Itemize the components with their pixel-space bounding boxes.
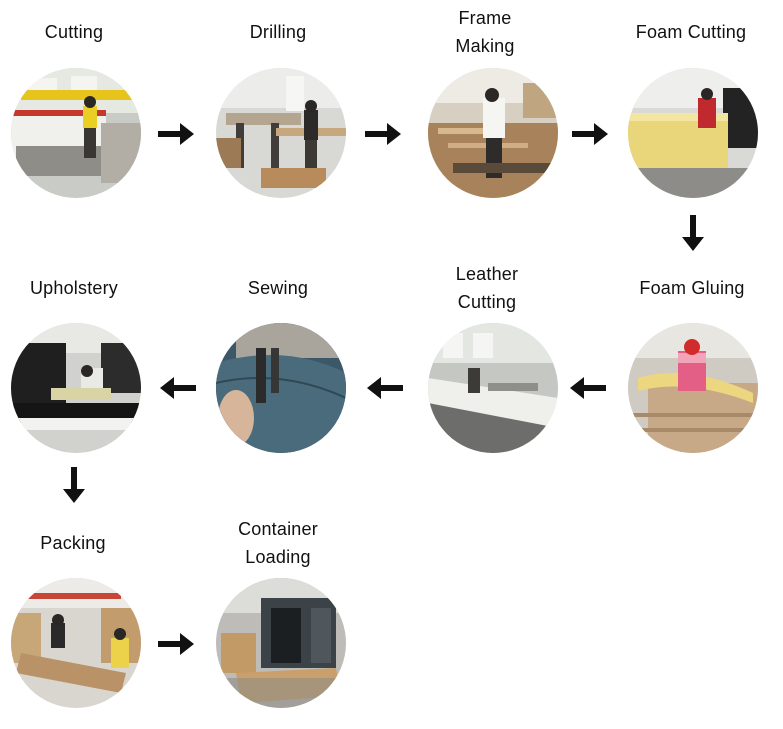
step-label-line: Loading xyxy=(245,547,311,567)
flow-arrow xyxy=(679,213,707,253)
foam-cutting-photo xyxy=(628,68,758,198)
upholstery-photo xyxy=(11,323,141,453)
cutting-photo xyxy=(11,68,141,198)
step-label-line: Packing xyxy=(40,533,106,553)
step-label: Packing xyxy=(0,529,173,557)
step-label: Foam Gluing xyxy=(592,274,783,302)
flow-arrow xyxy=(570,120,610,148)
flow-arrow xyxy=(156,630,196,658)
step-label: Foam Cutting xyxy=(591,18,783,46)
step-label-line: Cutting xyxy=(44,22,104,42)
step-label: Drilling xyxy=(178,18,378,46)
flow-arrow xyxy=(568,374,608,402)
step-label-line: Drilling xyxy=(249,22,307,42)
leather-cutting-photo xyxy=(428,323,558,453)
flow-arrow xyxy=(363,120,403,148)
step-label-line: Making xyxy=(455,36,515,56)
step-label-line: Sewing xyxy=(247,278,309,298)
step-label: Leather Cutting xyxy=(387,260,587,316)
flow-arrow xyxy=(156,120,196,148)
step-label-line: Frame xyxy=(458,8,512,28)
step-label-line: Upholstery xyxy=(29,278,119,298)
step-label: Container Loading xyxy=(178,515,378,571)
sewing-photo xyxy=(216,323,346,453)
container-loading-photo xyxy=(216,578,346,708)
packing-photo xyxy=(11,578,141,708)
step-label-line: Foam Cutting xyxy=(635,22,747,42)
step-label-line: Foam Gluing xyxy=(639,278,745,298)
step-label-line: Leather xyxy=(455,264,519,284)
step-label: Upholstery xyxy=(0,274,174,302)
flow-arrow xyxy=(60,465,88,505)
drilling-photo xyxy=(216,68,346,198)
step-label: Cutting xyxy=(0,18,174,46)
step-label: Sewing xyxy=(178,274,378,302)
step-label-line: Container xyxy=(238,519,318,539)
flow-arrow xyxy=(365,374,405,402)
step-label-line: Cutting xyxy=(457,292,517,312)
flow-arrow xyxy=(158,374,198,402)
step-label: Frame Making xyxy=(385,4,585,60)
foam-gluing-photo xyxy=(628,323,758,453)
frame-making-photo xyxy=(428,68,558,198)
